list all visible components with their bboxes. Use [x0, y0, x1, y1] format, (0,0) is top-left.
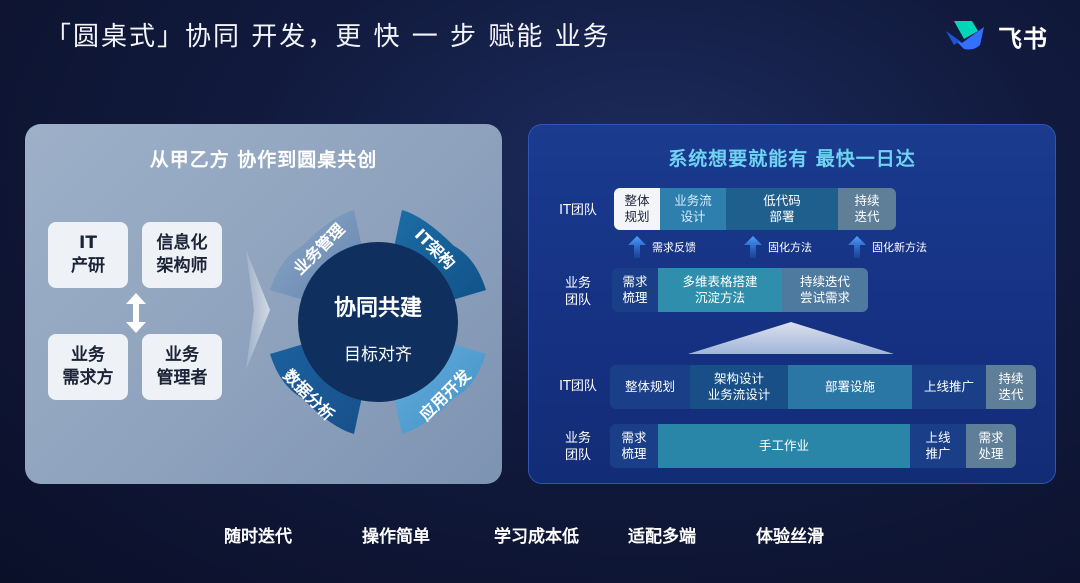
center-main-label: 协同共建 [333, 296, 422, 321]
row-label-it-team-traditional: IT团队 [559, 379, 597, 394]
it-fast-process-row: 整体 规划 业务流 设计 低代码 部署 持续 迭代 [614, 188, 896, 230]
swap-vertical-icon [126, 293, 146, 333]
arrow-label: 固化新方法 [872, 241, 927, 254]
feature-anytime-iteration: 随时迭代 [224, 527, 292, 547]
role-line: 信息化 [156, 233, 208, 253]
cell-continuous-iteration: 持续 迭代 [838, 188, 896, 230]
role-architect: 信息化 架构师 [142, 222, 222, 288]
process-panel-title: 系统想要就能有 最快一日达 [668, 148, 916, 170]
cell-lowcode-deploy: 低代码 部署 [726, 188, 838, 230]
feature-simple-operation: 操作简单 [362, 527, 430, 547]
feature-multi-device: 适配多端 [628, 527, 696, 547]
row-label-it-team: IT团队 [559, 203, 597, 218]
arrow-label: 需求反馈 [652, 241, 696, 254]
page-title: 「圆桌式」协同 开发，更 快 一 步 赋能 业务 [45, 22, 611, 52]
triangle-divider [688, 322, 894, 354]
cell-continuous-iteration-traditional: 持续 迭代 [986, 365, 1036, 409]
cell-iterate-try-demand: 持续迭代 尝试需求 [782, 268, 868, 312]
cell-demand-sorting-traditional: 需求 梳理 [610, 424, 658, 468]
role-line: 架构师 [156, 256, 208, 276]
arrow-up-icon [848, 236, 866, 258]
role-business-demand: 业务 需求方 [48, 334, 128, 400]
brand-name: 飞书 [998, 24, 1048, 53]
role-line: 管理者 [156, 368, 208, 388]
cell-overall-planning-traditional: 整体规划 [610, 365, 690, 409]
collaboration-panel-title: 从甲乙方 协作到圆桌共创 [149, 149, 378, 171]
role-line: 业务 [165, 345, 199, 365]
role-it-rd: IT 产研 [48, 222, 128, 288]
cell-business-flow-design: 业务流 设计 [660, 188, 726, 230]
cell-launch-promotion-biz: 上线 推广 [910, 424, 966, 468]
cell-multidim-table-build: 多维表格搭建 沉淀方法 [658, 268, 782, 312]
role-business-manager: 业务 管理者 [142, 334, 222, 400]
arrow-solidify-new-method: 固化新方法 [848, 236, 927, 258]
it-traditional-process-row: 整体规划 架构设计 业务流设计 部署设施 上线推广 持续 迭代 [610, 365, 1036, 409]
cell-deploy-facilities: 部署设施 [788, 365, 912, 409]
cell-demand-handling: 需求 处理 [966, 424, 1016, 468]
feature-low-learning-cost: 学习成本低 [494, 527, 579, 547]
feishu-logo-icon [946, 21, 984, 50]
cell-demand-sorting: 需求 梳理 [612, 268, 658, 312]
arrow-demand-feedback: 需求反馈 [628, 236, 696, 258]
arrow-up-icon [628, 236, 646, 258]
cell-architecture-design: 架构设计 业务流设计 [690, 365, 788, 409]
collaboration-diagram [270, 210, 486, 434]
role-line: 产研 [71, 256, 105, 276]
center-circle [298, 242, 458, 402]
cell-manual-work: 手工作业 [658, 424, 910, 468]
cell-overall-planning: 整体 规划 [614, 188, 660, 230]
feature-smooth-experience: 体验丝滑 [756, 527, 824, 547]
biz-fast-process-row: 需求 梳理 多维表格搭建 沉淀方法 持续迭代 尝试需求 [612, 268, 868, 312]
row-label-business-team-traditional: 业务 团队 [564, 431, 591, 463]
role-line: 需求方 [62, 368, 114, 388]
arrow-label: 固化方法 [768, 241, 812, 254]
center-sub-label: 目标对齐 [344, 345, 412, 365]
role-line: 业务 [71, 345, 105, 365]
row-label-business-team: 业务 团队 [564, 276, 591, 308]
arrow-solidify-method: 固化方法 [744, 236, 812, 258]
cell-launch-promotion: 上线推广 [912, 365, 986, 409]
chevron-right-icon [246, 250, 270, 370]
role-line: IT [79, 233, 97, 253]
biz-traditional-process-row: 需求 梳理 手工作业 上线 推广 需求 处理 [610, 424, 1016, 468]
brand-logo: 飞书 [944, 18, 1048, 54]
arrow-up-icon [744, 236, 762, 258]
